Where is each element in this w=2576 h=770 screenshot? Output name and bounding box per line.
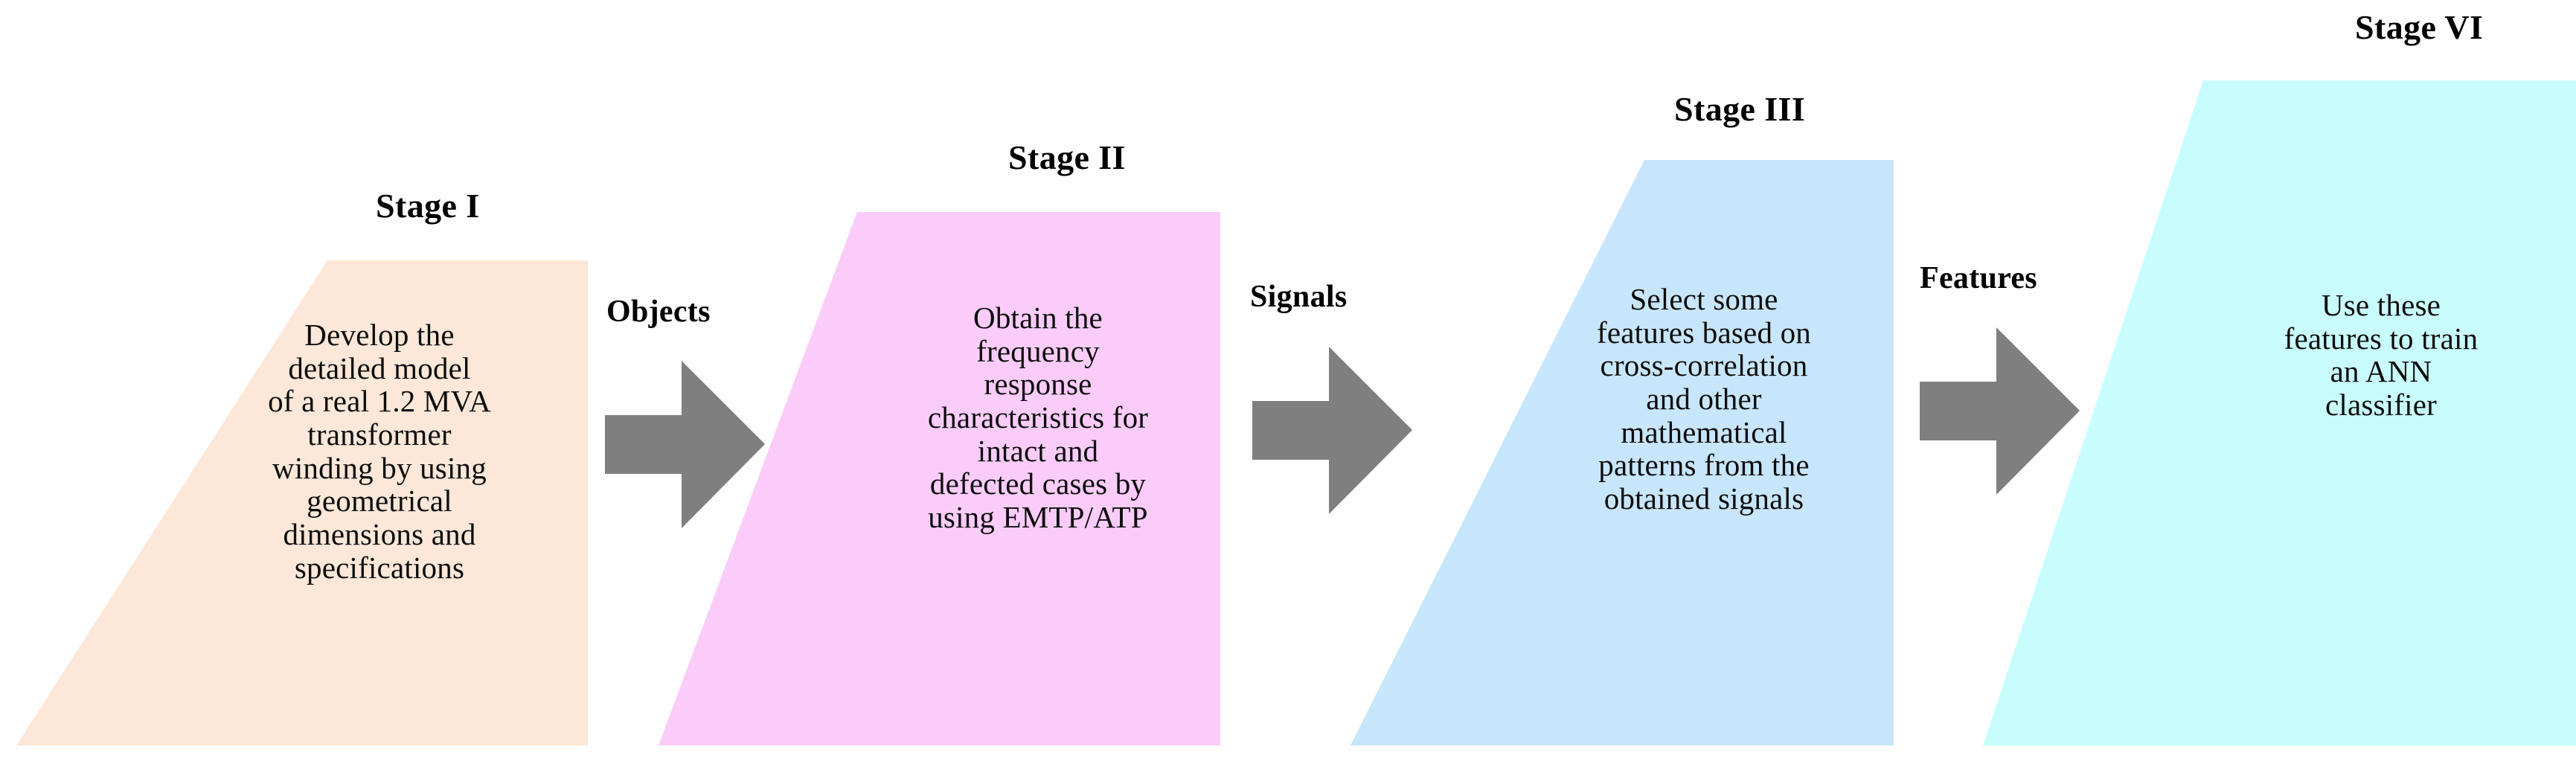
stage-2-trapezoid <box>640 212 1220 745</box>
stage-4-description: Use these features to train an ANN class… <box>2284 288 2479 423</box>
stage-1-description: Develop the detailed model of a real 1.2… <box>268 318 491 585</box>
connector-2-arrow <box>1252 347 1412 514</box>
connector-3-arrow <box>1920 327 2080 495</box>
stage-block-2[interactable]: Obtain the frequency response characteri… <box>640 212 1220 745</box>
stage-3-title: Stage III <box>1674 90 1806 128</box>
stage-3-trapezoid <box>1332 160 1894 745</box>
stage-4-trapezoid <box>1983 80 2576 745</box>
stage-block-4[interactable]: Use these features to train an ANN class… <box>1983 80 2576 745</box>
connector-1-arrow <box>605 361 765 528</box>
stage-1-trapezoid <box>0 260 588 745</box>
stage-2-title: Stage II <box>1008 138 1126 176</box>
stage-4-title: Stage VI <box>2355 8 2484 46</box>
stage-2-description: Obtain the frequency response characteri… <box>927 301 1149 535</box>
stage-block-1[interactable]: Develop the detailed model of a real 1.2… <box>0 260 588 745</box>
connector-1-label: Objects <box>606 295 711 329</box>
stage-3-description: Select some features based on cross-corr… <box>1597 282 1811 516</box>
stage-1-title: Stage I <box>376 187 480 225</box>
right-arrow-icon <box>605 361 765 528</box>
connector-3-label: Features <box>1920 261 2037 295</box>
right-arrow-icon <box>1920 327 2080 495</box>
stage-block-3[interactable]: Select some features based on cross-corr… <box>1332 160 1894 745</box>
right-arrow-icon <box>1252 347 1412 514</box>
connector-2-label: Signals <box>1250 280 1348 314</box>
